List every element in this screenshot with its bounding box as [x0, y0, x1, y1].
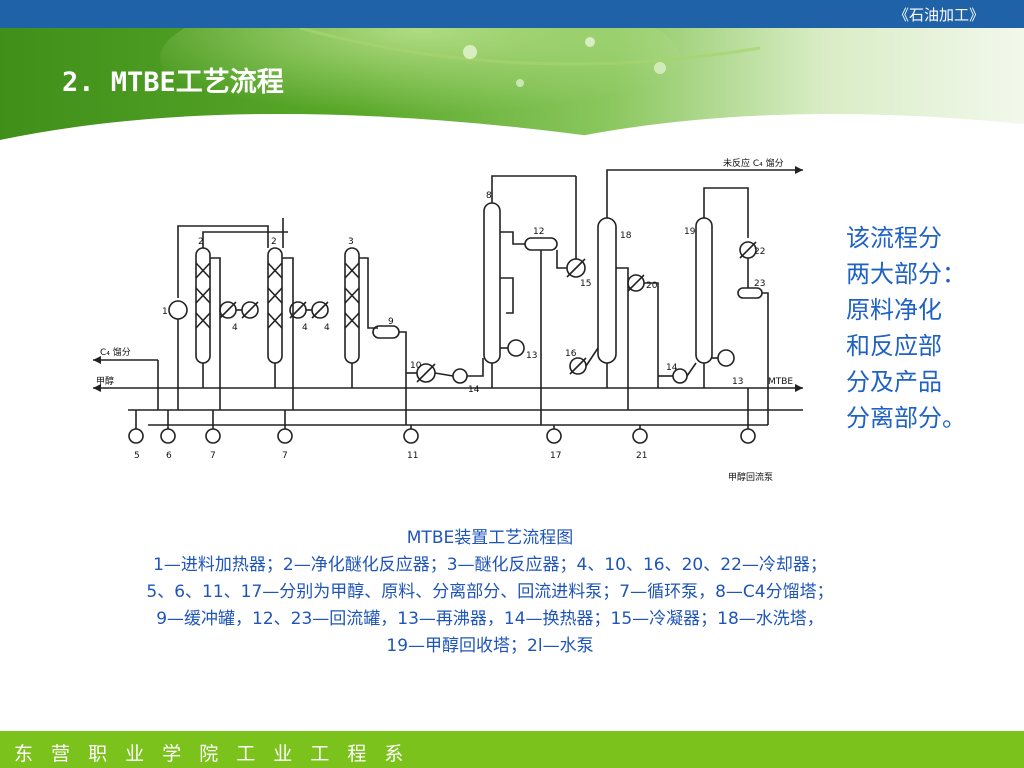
top-bar: 《石油加工》 [0, 0, 1024, 28]
caption-title: MTBE装置工艺流程图 [406, 528, 574, 548]
header-banner [0, 28, 1024, 140]
eq-label: 19 [684, 227, 696, 237]
eq-label: 9 [388, 317, 394, 327]
eq-label: 7 [282, 451, 288, 461]
separation-pump-11 [403, 428, 419, 444]
eq-label: 18 [620, 231, 632, 241]
side-note-line: 和反应部 [846, 332, 942, 360]
reflux-pump-17 [546, 428, 562, 444]
feed-heater-1 [168, 300, 188, 320]
caption-line: 19—甲醇回收塔；2l—水泵 [386, 636, 594, 656]
water-pump-21 [632, 428, 648, 444]
side-note-line: 分及产品 [846, 368, 942, 396]
reflux-drum-23 [737, 287, 763, 299]
eq-label: 5 [134, 451, 140, 461]
side-note-line: 两大部分： [846, 260, 966, 288]
eq-label: 17 [550, 451, 561, 461]
eq-label: 14 [468, 385, 480, 395]
eq-label: 12 [533, 227, 544, 237]
eq-label: 22 [754, 247, 765, 257]
eq-label: 10 [410, 361, 422, 371]
methanol-pump-5 [128, 428, 144, 444]
methanol-recovery-tower-19 [695, 217, 713, 364]
eq-label: 3 [348, 237, 354, 247]
eq-label: 4 [302, 323, 308, 333]
eq-label: 15 [580, 279, 591, 289]
caption-line: 5、6、11、17—分别为甲醇、原料、分离部分、回流进料泵；7—循环泵，8—C4… [146, 582, 834, 602]
caption-line: 1—进料加热器；2—净化醚化反应器；3—醚化反应器；4、10、16、20、22—… [153, 555, 827, 575]
water-wash-tower-18 [597, 217, 617, 364]
side-note-line: 该流程分 [846, 224, 942, 252]
leaf-banner-image [0, 28, 1024, 140]
eq-label: 6 [166, 451, 172, 461]
c4-fractionator-8 [483, 202, 501, 364]
course-name: 《石油加工》 [893, 6, 984, 24]
unreacted-c4-label: 未反应 C₄ 馏分 [723, 157, 784, 169]
page-title: 2. MTBE工艺流程 [62, 67, 284, 98]
circulation-pump-7a [205, 428, 221, 444]
eq-label: 13 [732, 377, 743, 387]
circulation-pump-7b [277, 428, 293, 444]
eq-label: 21 [636, 451, 647, 461]
caption-line: 9—缓冲罐，12、23—回流罐，13—再沸器，14—换热器；15—冷凝器；18—… [156, 609, 824, 629]
eq-label: 20 [646, 281, 658, 291]
department-name: 东 营 职 业 学 院 工 业 工 程 系 [14, 743, 410, 765]
eq-label: 2 [198, 237, 204, 247]
eq-label: 4 [232, 323, 238, 333]
eq-label: 4 [324, 323, 330, 333]
eq-label: 2 [271, 237, 277, 247]
figure-caption: MTBE装置工艺流程图 1—进料加热器；2—净化醚化反应器；3—醚化反应器；4、… [40, 525, 940, 660]
eq-label: 13 [526, 351, 537, 361]
c4-feed-label: C₄ 馏分 [100, 346, 131, 358]
unreacted-c4-line [606, 169, 803, 218]
eq-label: 23 [754, 279, 765, 289]
footer-bar: 东 营 职 业 学 院 工 业 工 程 系 [0, 731, 1024, 768]
eq-label: 7 [210, 451, 216, 461]
methanol-reflux-pump [740, 428, 756, 444]
reflux-drum-12 [524, 237, 558, 251]
mtbe-label: MTBE [768, 377, 793, 387]
eq-label: 14 [666, 363, 678, 373]
process-flow-svg: 未反应 C₄ 馏分 C₄ 馏分 甲醇 MTBE 甲醇回流泵 1 2 2 3 4 … [93, 157, 803, 483]
eq-label: 16 [565, 349, 577, 359]
eq-label: 11 [407, 451, 418, 461]
feed-pump-6 [160, 428, 176, 444]
methanol-pump-label: 甲醇回流泵 [728, 471, 773, 483]
eq-label: 1 [162, 307, 168, 317]
side-note-line: 分离部分。 [846, 404, 966, 432]
exchanger-14a [452, 368, 468, 384]
side-note: 该流程分 两大部分： 原料净化 和反应部 分及产品 分离部分。 [846, 220, 996, 436]
side-note-line: 原料净化 [846, 296, 942, 324]
reboiler-13b [717, 349, 735, 367]
methanol-label: 甲醇 [96, 375, 114, 387]
reboiler-13a [507, 339, 525, 357]
mtbe-process-flow-diagram: 未反应 C₄ 馏分 C₄ 馏分 甲醇 MTBE 甲醇回流泵 1 2 2 3 4 … [88, 148, 810, 488]
eq-label: 8 [486, 191, 492, 201]
